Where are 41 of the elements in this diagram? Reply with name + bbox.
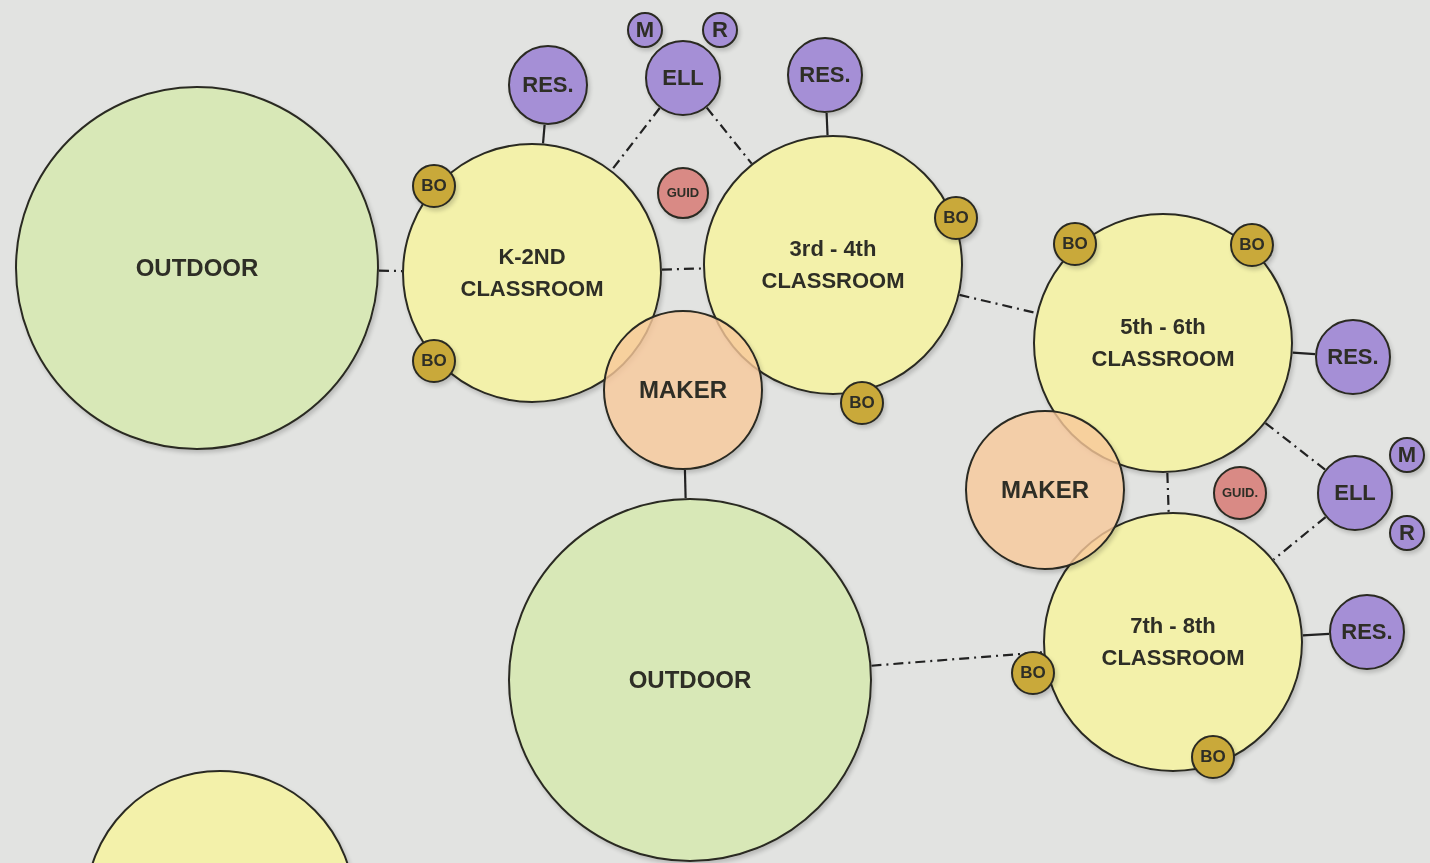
connector-line bbox=[1302, 632, 1330, 637]
room-label: RES. bbox=[798, 61, 852, 90]
room-label: M bbox=[634, 16, 656, 45]
room-label: 5th - 6th CLASSROOM bbox=[1090, 313, 1236, 373]
connector-line bbox=[825, 112, 829, 136]
room-label: OUTDOOR bbox=[134, 252, 260, 283]
room-label: BO bbox=[420, 174, 448, 197]
room-label: ELL bbox=[661, 64, 705, 93]
connector-line bbox=[683, 469, 687, 499]
room-label: MAKER bbox=[638, 374, 728, 405]
connector-line bbox=[661, 267, 704, 271]
room-label: RES. bbox=[1340, 618, 1394, 647]
connector-line bbox=[610, 107, 661, 171]
room-label: K-2ND CLASSROOM bbox=[459, 243, 605, 303]
room-label: OUTDOOR bbox=[627, 664, 753, 695]
connector-line bbox=[705, 106, 753, 165]
room-label: BO bbox=[848, 391, 876, 414]
room-label: 3rd - 4th CLASSROOM bbox=[760, 235, 906, 295]
room-label: M bbox=[1396, 441, 1418, 470]
room-label: BO bbox=[1238, 233, 1266, 256]
room-label: RES. bbox=[521, 71, 575, 100]
room-label: MAKER bbox=[1000, 474, 1090, 505]
room-label: GUID. bbox=[1220, 483, 1260, 502]
connector-line bbox=[378, 269, 403, 273]
room-label: BO bbox=[1199, 745, 1227, 768]
connector-line bbox=[1264, 422, 1326, 471]
room-label: BO bbox=[420, 349, 448, 372]
connector-line bbox=[959, 293, 1037, 315]
connector-line bbox=[1166, 472, 1170, 513]
room-label: BO bbox=[942, 206, 970, 229]
room-label: RES. bbox=[1326, 343, 1380, 372]
room-label: R bbox=[1398, 519, 1416, 548]
room-label: BO bbox=[1019, 661, 1047, 684]
connector-line bbox=[1292, 351, 1316, 356]
room-label: GUID bbox=[665, 183, 701, 202]
room-label: 7th - 8th CLASSROOM bbox=[1100, 612, 1246, 672]
connector-line bbox=[1272, 516, 1327, 561]
room-label: BO bbox=[1061, 232, 1089, 255]
room-label: R bbox=[711, 16, 729, 45]
room-label: ELL bbox=[1333, 479, 1377, 508]
connector-line bbox=[541, 124, 546, 144]
